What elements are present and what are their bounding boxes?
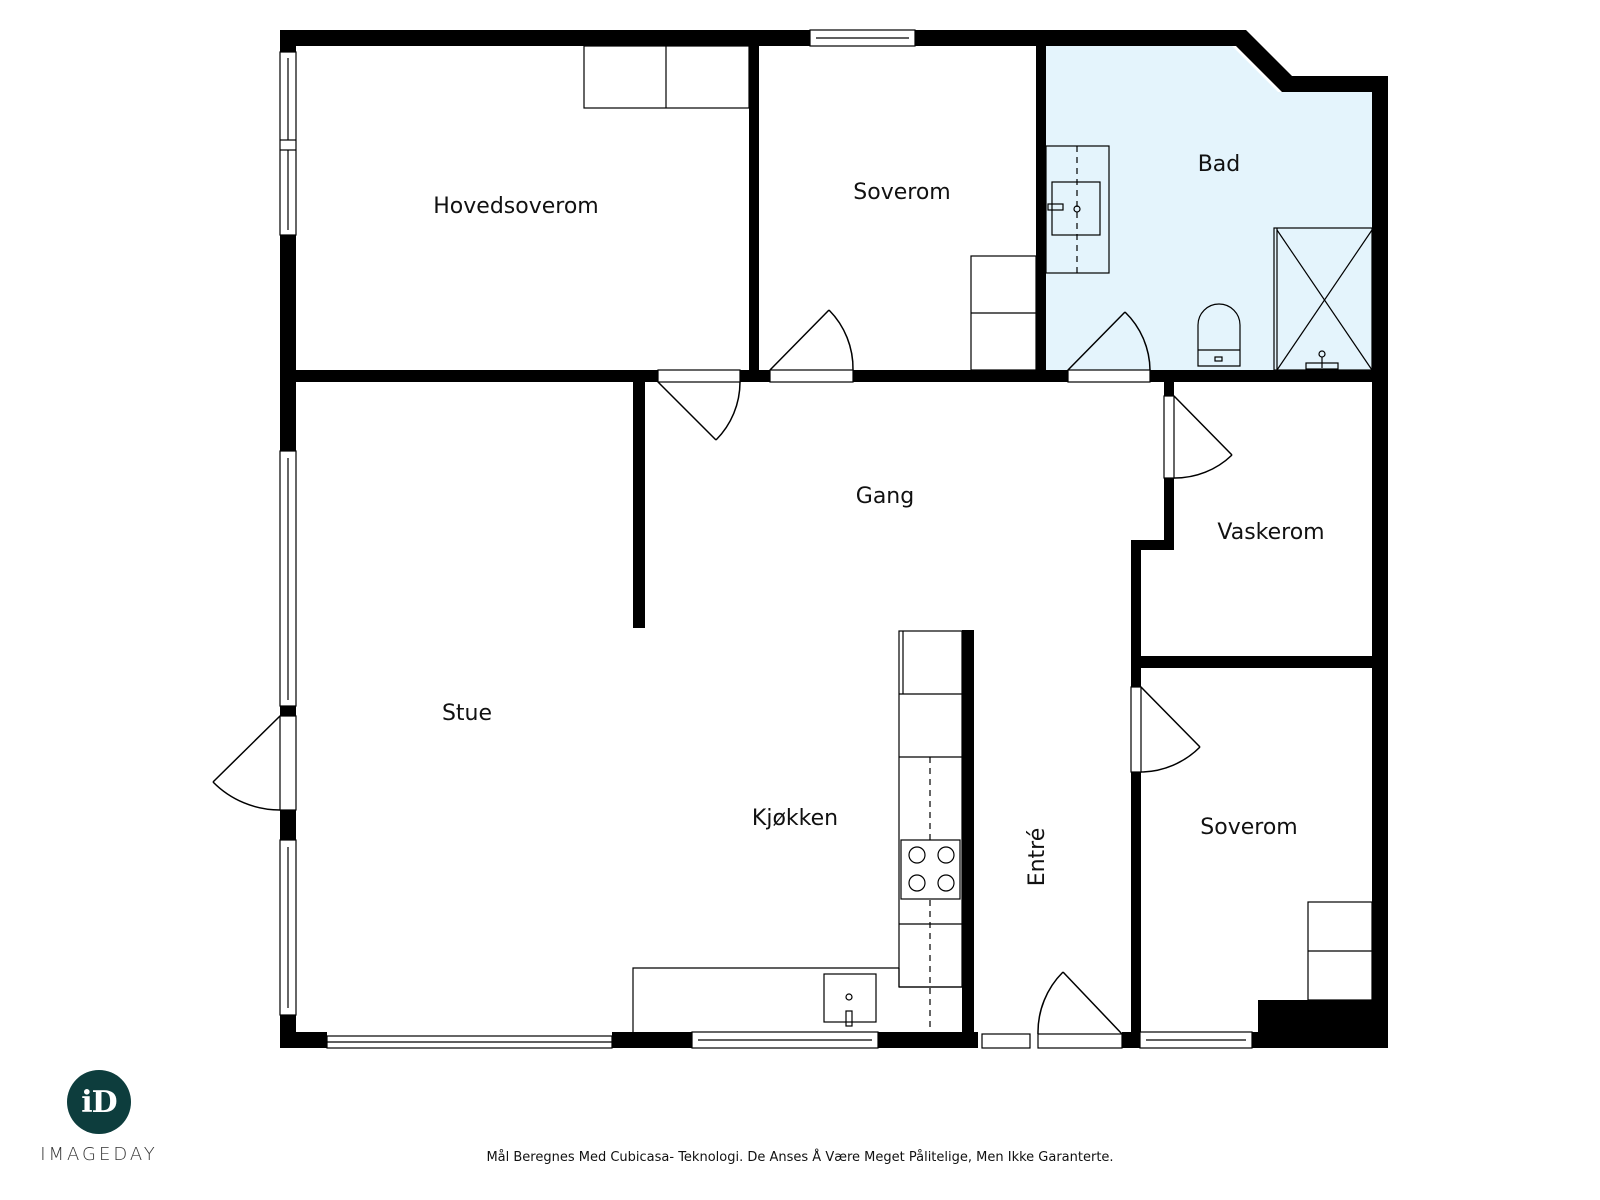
logo-mark: iD <box>67 1070 131 1134</box>
kitchen-counter <box>632 630 963 1032</box>
room-label-hovedsoverom: Hovedsoverom <box>433 194 598 219</box>
fixtures <box>583 45 1373 1032</box>
door-entre[interactable] <box>1037 971 1123 1049</box>
logo-name: IMAGEDAY <box>40 1144 158 1165</box>
room-label-entre: Entré <box>1025 828 1050 887</box>
door-stue-side[interactable] <box>212 715 297 811</box>
wardrobe-soverom-top <box>970 255 1037 371</box>
door-soverom-bottom[interactable] <box>1130 686 1201 773</box>
room-label-soverom-bottom: Soverom <box>1200 815 1297 840</box>
room-label-gang: Gang <box>856 484 914 509</box>
imageday-logo: iD IMAGEDAY <box>34 1070 164 1165</box>
interior-walls <box>280 46 1388 1048</box>
wardrobe-hovedsoverom <box>583 45 750 109</box>
doors <box>212 309 1233 1049</box>
door-soverom-top[interactable] <box>769 309 854 383</box>
toilet <box>1197 303 1241 367</box>
room-label-bad: Bad <box>1198 152 1241 177</box>
cooktop <box>900 839 961 900</box>
bathroom-sink <box>1045 145 1110 274</box>
wardrobe-soverom-bottom <box>1307 901 1373 1001</box>
bathroom-floor <box>1045 46 1372 370</box>
door-bad[interactable] <box>1067 311 1151 383</box>
shower <box>1273 227 1373 371</box>
room-label-soverom-top: Soverom <box>853 180 950 205</box>
windows <box>279 29 1253 1049</box>
room-label-kjokken: Kjøkken <box>752 806 838 831</box>
door-vaskerom[interactable] <box>1163 395 1233 479</box>
door-hovedsoverom[interactable] <box>657 369 741 441</box>
room-labels: Hovedsoverom Soverom Bad Gang Vaskerom S… <box>433 152 1324 886</box>
room-label-vaskerom: Vaskerom <box>1217 520 1324 545</box>
kitchen-sink <box>823 973 877 1027</box>
exterior-walls <box>280 30 1388 1048</box>
measurement-disclaimer: Mål Beregnes Med Cubicasa- Teknologi. De… <box>486 1150 1114 1165</box>
room-label-stue: Stue <box>442 701 492 726</box>
